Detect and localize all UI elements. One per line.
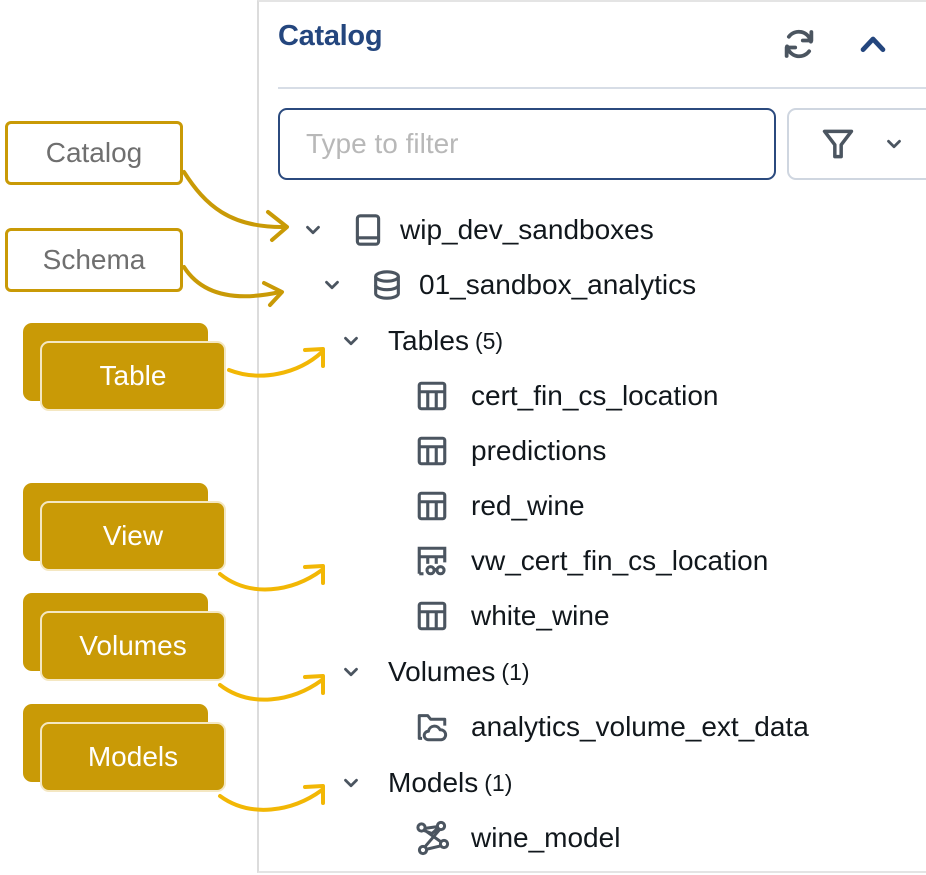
arrow-catalog (182, 170, 289, 242)
filter-type-dropdown[interactable] (787, 108, 926, 180)
annotation-models-label: Models (87, 741, 179, 772)
group-count: (5) (474, 327, 504, 354)
tree-group-volumes[interactable]: Volumes (1) (338, 650, 530, 694)
table-name: red_wine (471, 490, 585, 521)
filter-input-container (278, 108, 776, 180)
tree-item-table[interactable]: cert_fin_cs_location (414, 374, 718, 418)
tree-item-table[interactable]: predictions (414, 429, 606, 473)
annotation-schema: Schema (5, 228, 183, 292)
annotation-catalog-label: Catalog (45, 137, 143, 168)
tree-item-model[interactable]: wine_model (414, 816, 620, 860)
view-name: vw_cert_fin_cs_location (471, 545, 769, 576)
tree-item-view[interactable]: vw_cert_fin_cs_location (414, 539, 768, 583)
table-name: white_wine (471, 600, 610, 631)
annotation-catalog: Catalog (5, 121, 183, 185)
refresh-icon (784, 29, 814, 59)
chevron-down-icon[interactable] (338, 659, 364, 685)
group-label: Volumes (388, 656, 496, 687)
cloud-folder-icon (414, 709, 450, 745)
tree-item-table[interactable]: white_wine (414, 594, 610, 638)
tree-node-schema[interactable]: 01_sandbox_analytics (319, 263, 696, 307)
tree-item-volume[interactable]: analytics_volume_ext_data (414, 705, 809, 749)
chevron-down-icon[interactable] (319, 272, 345, 298)
tree-item-table[interactable]: red_wine (414, 484, 585, 528)
annotation-schema-label: Schema (42, 244, 146, 275)
funnel-icon (822, 129, 854, 159)
model-name: wine_model (471, 822, 621, 853)
book-icon (350, 212, 386, 248)
table-icon (414, 488, 450, 524)
collapse-button[interactable] (851, 22, 895, 66)
chevron-down-icon[interactable] (338, 328, 364, 354)
group-label: Tables (388, 325, 469, 356)
tree-group-tables[interactable]: Tables (5) (338, 319, 503, 363)
chevron-up-icon (860, 36, 886, 53)
chevron-down-icon (887, 139, 901, 149)
catalog-name: wip_dev_sandboxes (400, 214, 654, 245)
arrow-view (218, 564, 325, 592)
refresh-button[interactable] (777, 22, 821, 66)
group-count: (1) (501, 658, 530, 685)
arrow-table (227, 347, 325, 378)
volume-name: analytics_volume_ext_data (471, 711, 809, 742)
annotation-volumes-label: Volumes (79, 630, 187, 661)
table-name: predictions (471, 435, 607, 466)
arrow-schema (182, 265, 284, 307)
schema-name: 01_sandbox_analytics (419, 269, 697, 300)
header-divider (278, 87, 926, 89)
group-count: (1) (484, 769, 513, 796)
database-icon (369, 267, 405, 303)
chevron-down-icon[interactable] (338, 770, 364, 796)
arrow-models (218, 784, 325, 812)
group-label: Models (388, 767, 479, 798)
view-icon (414, 543, 450, 579)
table-name: cert_fin_cs_location (471, 380, 719, 411)
tree-group-models[interactable]: Models (1) (338, 761, 512, 805)
catalog-panel: Catalog (257, 0, 926, 873)
table-icon (414, 433, 450, 469)
table-icon (414, 378, 450, 414)
filter-input[interactable] (280, 110, 774, 178)
tree-node-catalog[interactable]: wip_dev_sandboxes (300, 208, 654, 252)
model-icon (414, 820, 450, 856)
annotation-table-label: Table (99, 360, 167, 391)
annotation-view-label: View (102, 520, 164, 551)
arrow-volumes (218, 674, 325, 702)
panel-title: Catalog (278, 20, 383, 52)
table-icon (414, 598, 450, 634)
chevron-down-icon[interactable] (300, 217, 326, 243)
